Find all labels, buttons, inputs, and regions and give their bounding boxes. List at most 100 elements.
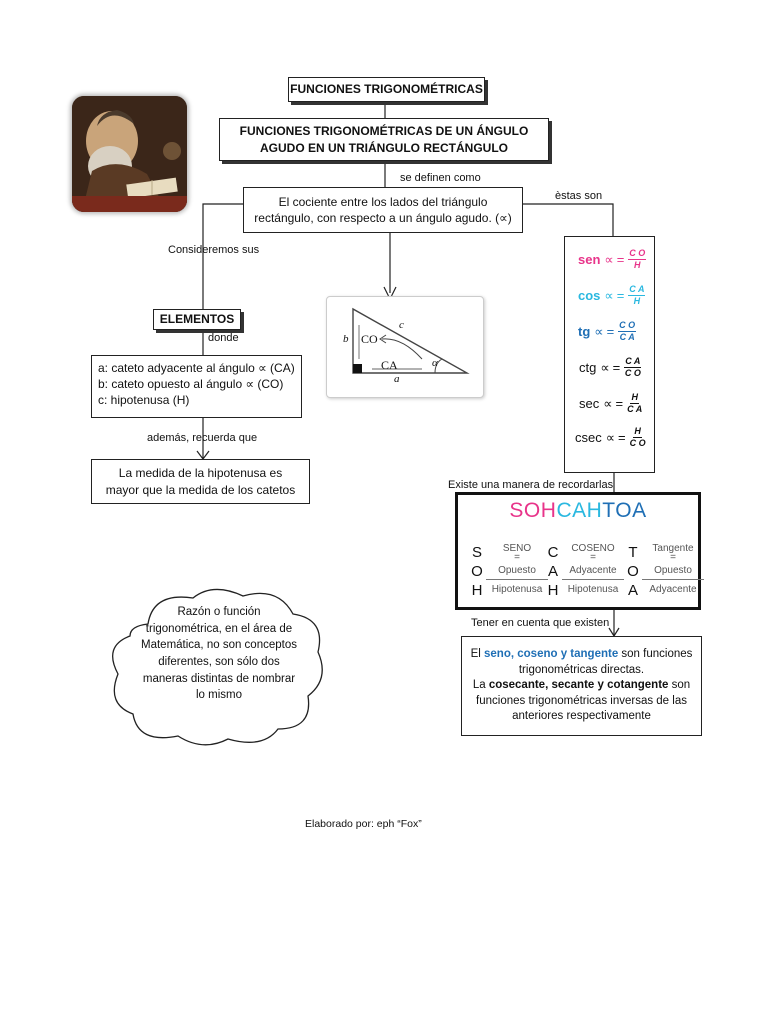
mnemonic-letter: S bbox=[471, 544, 482, 561]
note-text: La bbox=[472, 679, 489, 692]
page-title: FUNCIONES TRIGONOMÉTRICAS bbox=[290, 82, 483, 97]
note-highlight: seno, coseno y tangente bbox=[484, 648, 619, 661]
fraction-numerator: H bbox=[633, 426, 642, 438]
title-box: FUNCIONES TRIGONOMÉTRICAS bbox=[288, 77, 485, 102]
mnemonic-word: SENO bbox=[502, 543, 532, 554]
label-estas-son: èstas son bbox=[555, 190, 603, 202]
formula-name: csec bbox=[575, 429, 602, 445]
triangle-label-a: a bbox=[394, 373, 400, 385]
mnemonic-word: Opuesto bbox=[642, 562, 704, 580]
label-ademas: además, recuerda que bbox=[147, 432, 258, 444]
fraction-denominator: C O bbox=[629, 438, 646, 448]
mnemonic-letter: T bbox=[628, 544, 638, 561]
equals-sign: = bbox=[612, 359, 621, 375]
fraction-denominator: C A bbox=[619, 332, 635, 342]
right-triangle-diagram bbox=[352, 307, 470, 374]
mnemonic-word: COSENO bbox=[571, 543, 615, 554]
fraction-numerator: C O bbox=[618, 320, 637, 332]
fraction-denominator: H bbox=[634, 260, 641, 270]
cloud-shape: Razón o función trigonométrica, en el ár… bbox=[108, 584, 330, 748]
hypotenuse-note-box: La medida de la hipotenusa es mayor que … bbox=[91, 459, 310, 504]
equals-sign: = bbox=[618, 429, 626, 445]
mnemonic-equals: = bbox=[590, 552, 596, 563]
element-item: c: hipotenusa (H) bbox=[98, 393, 190, 408]
connector-definition-formulas bbox=[523, 203, 614, 236]
label-existe: Existe una manera de recordarlas bbox=[448, 479, 614, 491]
portrait-image bbox=[72, 96, 187, 212]
mnemonic-word: Hipotenusa bbox=[567, 584, 619, 595]
triangle-label-b: b bbox=[343, 333, 349, 345]
mnemonic-letter: C bbox=[547, 544, 559, 561]
fraction-numerator: C A bbox=[628, 284, 646, 296]
fraction-denominator: H bbox=[633, 296, 641, 306]
fraction-denominator: C A bbox=[627, 404, 643, 414]
mnemonic-word: Opuesto bbox=[486, 562, 548, 580]
definition-box: El cociente entre los lados del triángul… bbox=[243, 187, 523, 233]
definition-text: El cociente entre los lados del triángul… bbox=[254, 194, 512, 225]
scholar-painting-icon bbox=[72, 96, 187, 212]
triangle-label-c: c bbox=[399, 319, 404, 331]
mnemonic-word: Hipotenusa bbox=[491, 584, 543, 595]
equals-sign: = bbox=[616, 251, 625, 267]
mnemonic-letter: A bbox=[627, 582, 638, 599]
mnemonic-letter: H bbox=[471, 582, 483, 599]
alpha-symbol: ∝ bbox=[604, 251, 614, 267]
formula-name: sen bbox=[578, 251, 601, 267]
hypotenuse-note-text: La medida de la hipotenusa es mayor que … bbox=[105, 466, 296, 497]
mnemonic-word: Adyacente bbox=[649, 584, 697, 595]
note-paragraph-1: El seno, coseno y tangente son funciones… bbox=[470, 647, 693, 678]
formula-name: tg bbox=[578, 323, 591, 339]
subtitle-box: FUNCIONES TRIGONOMÉTRICAS DE UN ÁNGULO A… bbox=[219, 118, 549, 161]
mnemonic-word: Tangente bbox=[652, 543, 694, 554]
subtitle-text: FUNCIONES TRIGONOMÉTRICAS DE UN ÁNGULO A… bbox=[239, 124, 529, 155]
label-donde: donde bbox=[208, 332, 239, 344]
equals-sign: = bbox=[615, 395, 624, 411]
triangle-label-ca: CA bbox=[381, 358, 398, 372]
formula-name: ctg bbox=[579, 359, 597, 375]
cah-text: CAH bbox=[556, 499, 603, 522]
mnemonic-word: Adyacente bbox=[562, 562, 624, 580]
triangle-label-co: CO bbox=[361, 332, 378, 346]
soh-text: SOH bbox=[509, 499, 557, 522]
element-item: b: cateto opuesto al ángulo ∝ (CO) bbox=[98, 377, 284, 392]
note-bold: cosecante, secante y cotangente bbox=[488, 679, 669, 692]
sohcahtoa-title: SOHCAHTOA bbox=[458, 499, 698, 523]
label-consideremos: Consideremos sus bbox=[168, 244, 260, 256]
label-se-definen: se definen como bbox=[400, 172, 481, 184]
fraction-denominator: C O bbox=[624, 368, 641, 378]
alpha-symbol: ∝ bbox=[594, 323, 604, 339]
mnemonic-letter: O bbox=[471, 563, 483, 580]
final-note-box: El seno, coseno y tangente son funciones… bbox=[461, 636, 702, 736]
element-item: a: cateto adyacente al ángulo ∝ (CA) bbox=[98, 361, 295, 375]
alpha-symbol: ∝ bbox=[603, 395, 613, 411]
triangle-label-alpha: α bbox=[432, 357, 438, 369]
connector-definition-elements bbox=[202, 203, 243, 310]
equals-sign: = bbox=[616, 287, 625, 303]
formula-name: sec bbox=[579, 395, 600, 411]
elements-list-box: a: cateto adyacente al ángulo ∝ (CA) b: … bbox=[91, 355, 302, 418]
equals-sign: = bbox=[606, 323, 615, 339]
toa-text: TOA bbox=[602, 499, 647, 522]
fraction-numerator: H bbox=[630, 392, 639, 404]
credit-text: Elaborado por: eph “Fox” bbox=[305, 818, 422, 830]
note-text: son funciones trigonométricas inversas d… bbox=[476, 679, 691, 723]
elements-heading: ELEMENTOS bbox=[159, 312, 235, 327]
mnemonic-letter: O bbox=[627, 563, 639, 580]
alpha-symbol: ∝ bbox=[604, 287, 614, 303]
